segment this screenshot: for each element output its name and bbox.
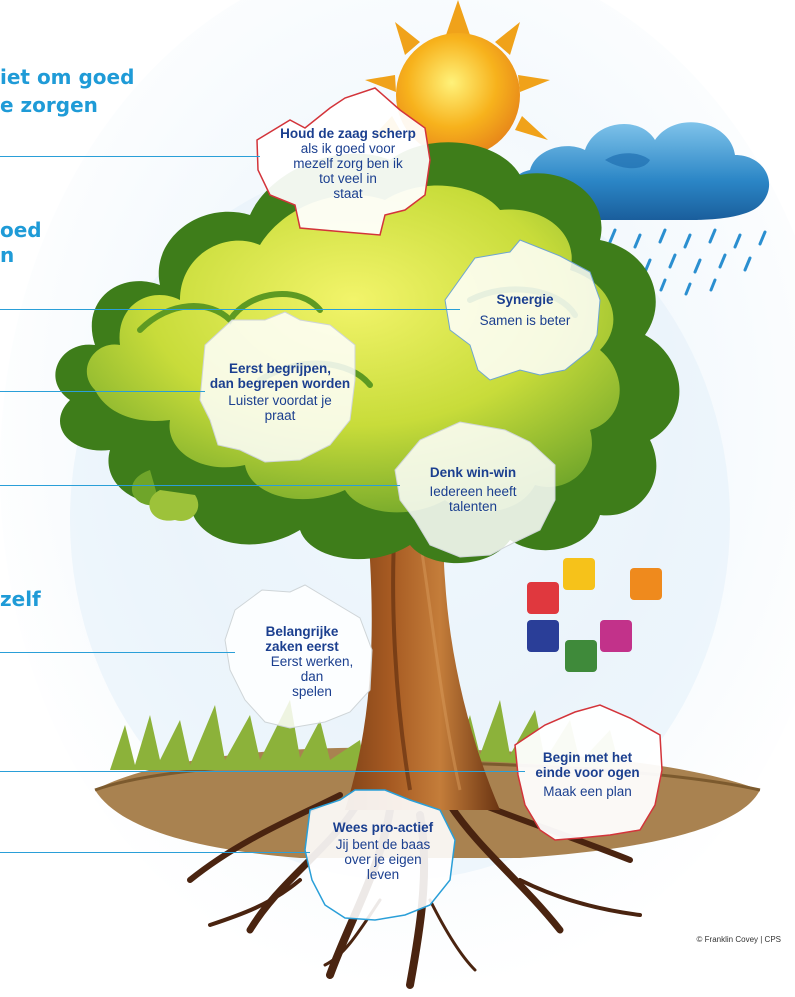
card-line: talenten bbox=[448, 499, 498, 514]
card-begin-met-het-einde: Begin met het einde voor ogen Maak een p… bbox=[515, 750, 660, 799]
card-belangrijke-zaken-eerst: Belangrijke zaken eerst Eerst werken, da… bbox=[232, 624, 372, 699]
card-denk-win-win: Denk win-win Iedereen heeft talenten bbox=[398, 465, 548, 514]
card-houd-de-zaag-scherp: Houd de zaag scherp als ik goed voor mez… bbox=[268, 126, 428, 201]
copyright-text: © Franklin Covey | CPS bbox=[696, 935, 781, 944]
tree-trunk bbox=[300, 420, 500, 810]
card-bg-houd-de-zaag-scherp bbox=[256, 87, 431, 236]
card-title: Houd de zaag scherp bbox=[280, 126, 416, 141]
connector-line bbox=[0, 309, 460, 310]
left-text-3: oed bbox=[0, 218, 42, 242]
card-bg-synergie bbox=[444, 239, 601, 381]
card-title: Denk win-win bbox=[429, 465, 517, 480]
card-title: Eerst begrijpen, bbox=[228, 361, 332, 376]
connector-line bbox=[0, 391, 205, 392]
card-wees-pro-actief: Wees pro-actief Jij bent de baas over je… bbox=[313, 820, 453, 882]
puzzle-pieces-icon bbox=[527, 558, 662, 672]
puzzle-cards bbox=[199, 87, 663, 921]
card-bg-denk-win-win bbox=[394, 421, 556, 558]
card-line: Eerst werken, bbox=[270, 654, 354, 669]
card-bg-begin-met-het-einde bbox=[514, 704, 663, 841]
card-bg-belangrijke-zaken-eerst bbox=[224, 584, 373, 729]
card-line: Maak een plan bbox=[543, 784, 632, 799]
card-line: als ik goed voor bbox=[300, 141, 396, 156]
card-synergie: Synergie Samen is beter bbox=[455, 292, 595, 328]
card-bg-eerst-begrijpen bbox=[199, 311, 356, 463]
card-title: Wees pro-actief bbox=[332, 820, 434, 835]
card-line: Iedereen heeft bbox=[429, 484, 517, 499]
card-line: Samen is beter bbox=[479, 313, 571, 328]
left-text-5: zelf bbox=[0, 587, 41, 611]
card-title: Belangrijke bbox=[265, 624, 339, 639]
left-text-2: e zorgen bbox=[0, 93, 98, 117]
card-line: Luister voordat je bbox=[228, 393, 332, 408]
left-text-4: n bbox=[0, 243, 15, 267]
card-bg-wees-pro-actief bbox=[304, 789, 456, 921]
connector-line bbox=[0, 485, 400, 486]
card-title: dan begrepen worden bbox=[209, 376, 351, 391]
card-eerst-begrijpen: Eerst begrijpen, dan begrepen worden Lui… bbox=[200, 361, 360, 423]
card-line: praat bbox=[264, 408, 296, 423]
card-title: zaken eerst bbox=[265, 639, 339, 654]
card-line: over je eigen bbox=[344, 852, 422, 867]
card-line: leven bbox=[366, 867, 400, 882]
card-title: Begin met het bbox=[542, 750, 633, 765]
card-title: Synergie bbox=[496, 292, 554, 307]
connector-line bbox=[0, 156, 260, 157]
card-line: spelen bbox=[292, 684, 332, 699]
card-line: Jij bent de baas bbox=[335, 837, 431, 852]
card-line: dan bbox=[300, 669, 324, 684]
left-text-1: iet om goed bbox=[0, 65, 135, 89]
card-line: mezelf zorg ben ik bbox=[293, 156, 403, 171]
connector-line bbox=[0, 771, 525, 772]
card-title: einde voor ogen bbox=[535, 765, 640, 780]
connector-line bbox=[0, 652, 235, 653]
connector-line bbox=[0, 852, 310, 853]
card-line: tot veel in bbox=[319, 171, 377, 186]
card-line: staat bbox=[333, 186, 363, 201]
